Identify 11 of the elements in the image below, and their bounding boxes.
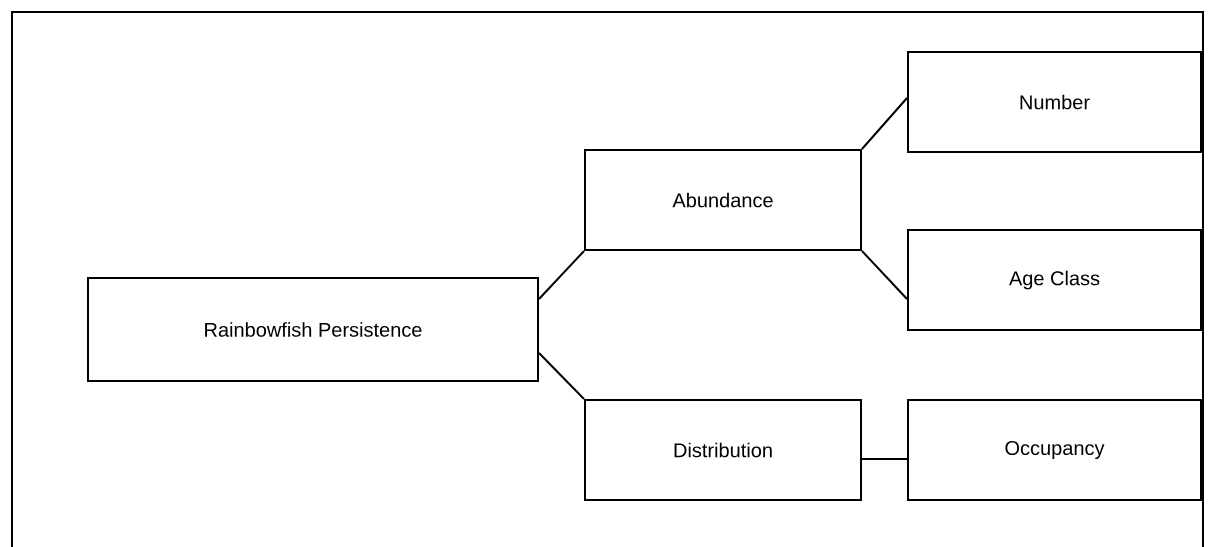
box: Abundance [584, 149, 862, 251]
connector [861, 458, 908, 460]
box: Rainbowfish Persistence [87, 277, 539, 382]
connector [861, 250, 908, 300]
connector [861, 97, 908, 150]
box: Occupancy [907, 399, 1202, 501]
box: Number [907, 51, 1202, 153]
connector [538, 352, 585, 400]
box: Distribution [584, 399, 862, 501]
connector [538, 250, 585, 300]
box: Age Class [907, 229, 1202, 331]
